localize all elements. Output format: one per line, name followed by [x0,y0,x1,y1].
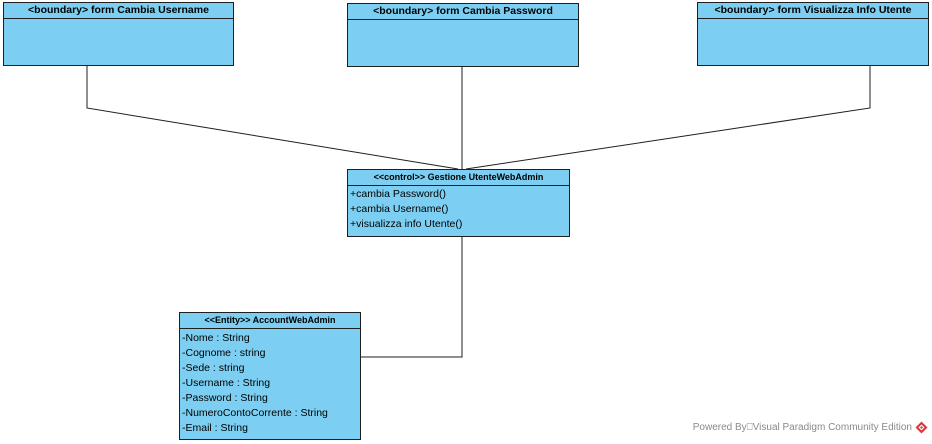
entity-class-account-web-admin[interactable]: <<Entity>> AccountWebAdmin -Nome : Strin… [179,312,361,440]
attribute-item: -Email : String [182,422,248,434]
association-control-to-entity [361,237,463,358]
attribute-item: -Sede : string [182,362,245,374]
class-title: <<Entity>> AccountWebAdmin [180,313,360,329]
attribute-item: -Password : String [182,392,268,404]
control-class-gestione-utente-web-admin[interactable]: <<control>> Gestione UtenteWebAdmin +cam… [347,169,570,237]
attributes-compartment: -Nome : String -Cognome : string -Sede :… [180,329,360,436]
watermark-text: Powered By⎕Visual Paradigm Community Edi… [692,422,912,433]
visual-paradigm-logo-icon [915,421,928,434]
operations-compartment: +cambia Password() +cambia Username() +v… [348,186,569,232]
attribute-item: -Nome : String [182,332,250,344]
class-title: <boundary> form Visualizza Info Utente [698,3,928,19]
boundary-form-visualizza-info-utente[interactable]: <boundary> form Visualizza Info Utente [697,2,929,66]
class-title: <boundary> form Cambia Password [348,4,578,20]
class-title: <<control>> Gestione UtenteWebAdmin [348,170,569,186]
association-username-to-control [86,66,459,170]
powered-by-watermark: Powered By⎕Visual Paradigm Community Edi… [693,421,928,434]
operation-item: +cambia Username() [350,203,449,215]
operation-item: +cambia Password() [350,188,446,200]
attribute-item: -NumeroContoCorrente : String [182,407,328,419]
class-title: <boundary> form Cambia Username [4,3,233,19]
attribute-item: -Username : String [182,377,271,389]
boundary-form-cambia-username[interactable]: <boundary> form Cambia Username [3,2,234,66]
attribute-item: -Cognome : string [182,347,266,359]
association-info-to-control [465,66,871,170]
operation-item: +visualizza info Utente() [350,218,463,230]
boundary-form-cambia-password[interactable]: <boundary> form Cambia Password [347,3,579,67]
